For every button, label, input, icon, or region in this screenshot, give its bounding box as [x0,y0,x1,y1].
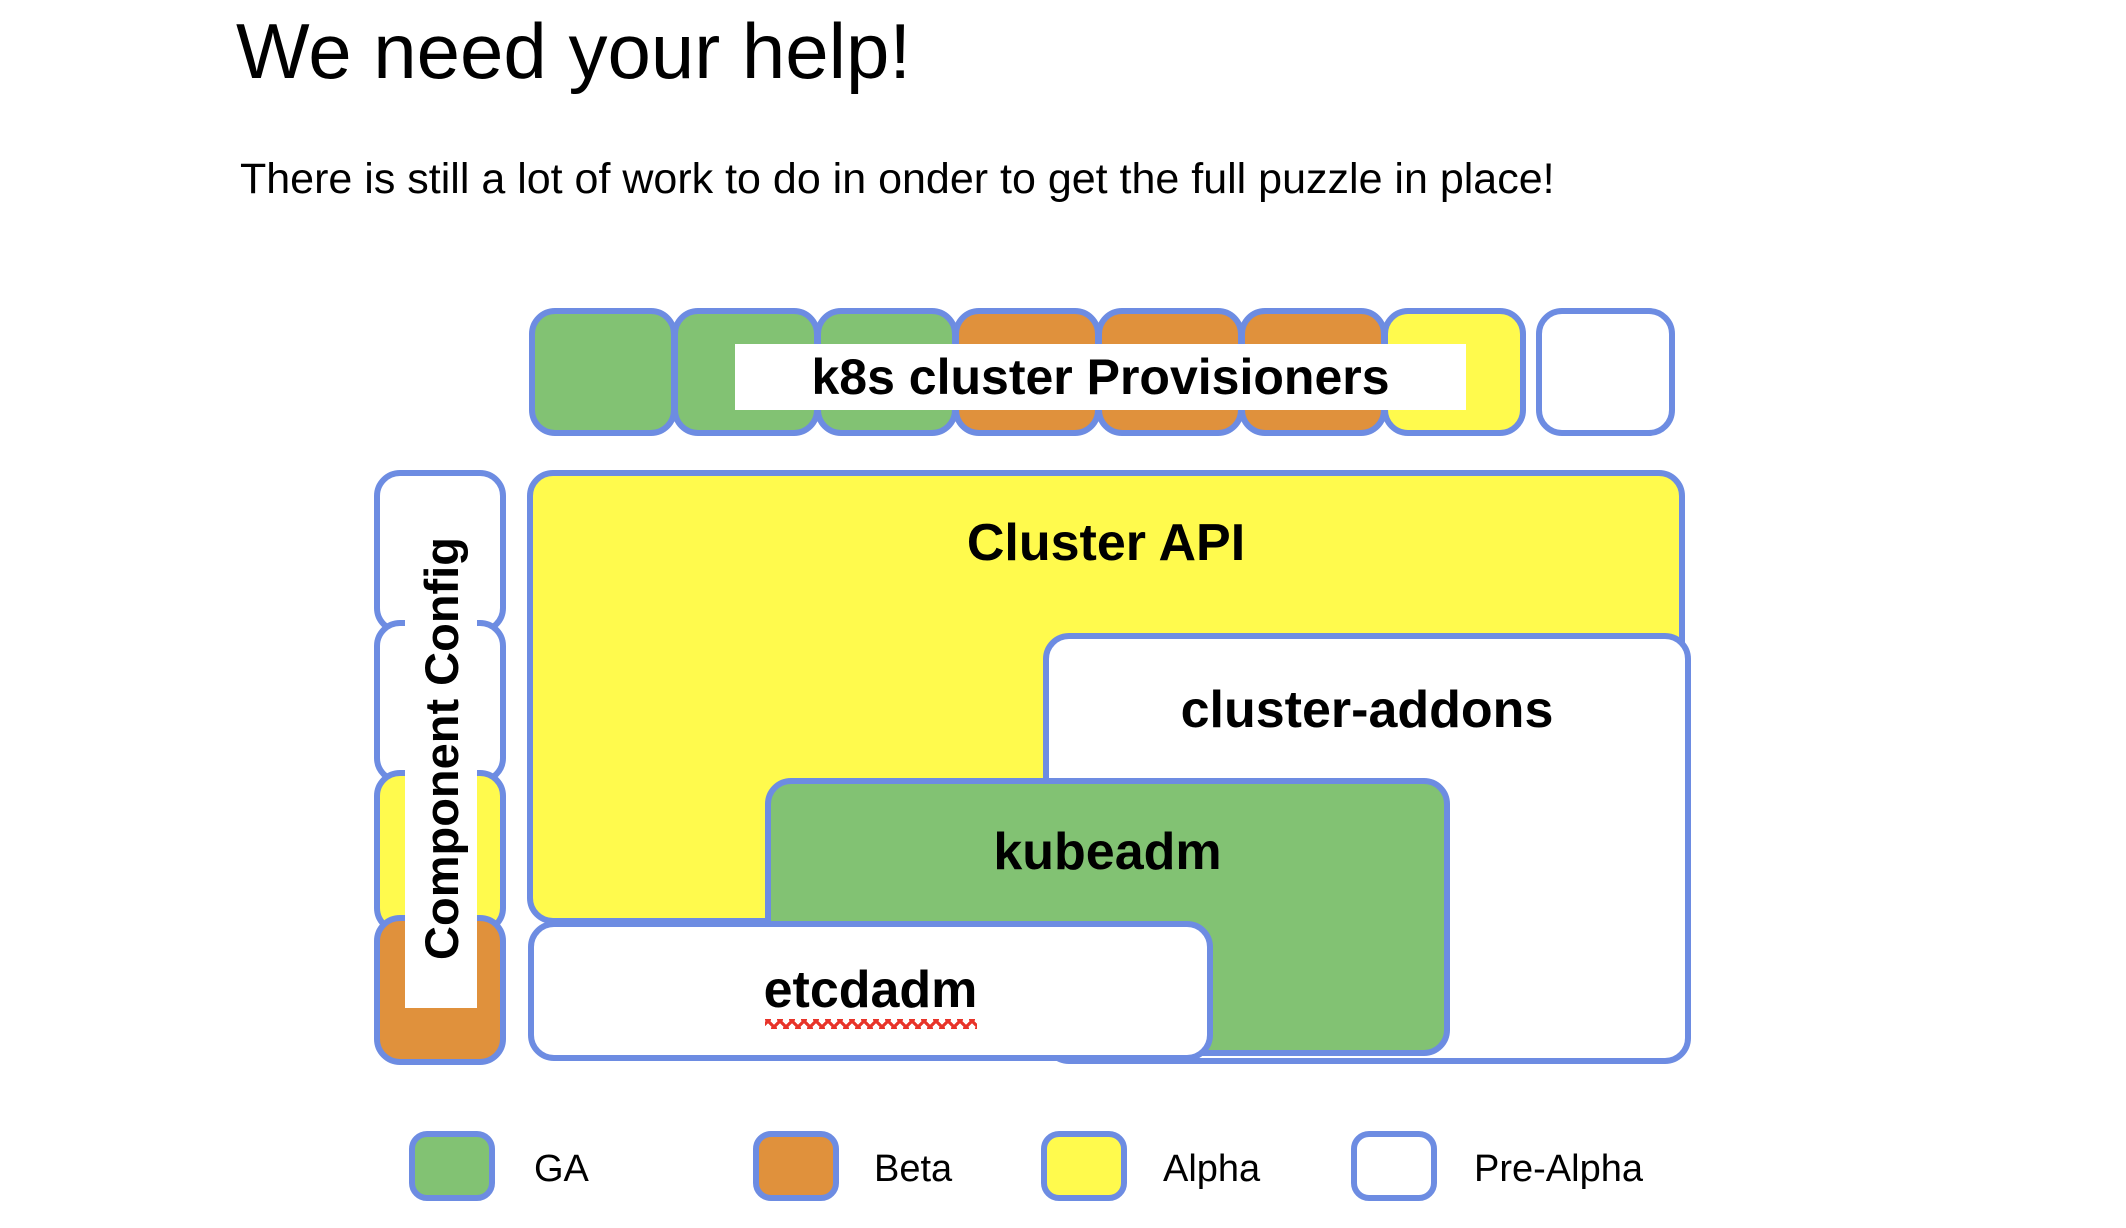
etcdadm-box[interactable] [528,921,1213,1061]
legend-swatch-prealpha [1351,1131,1437,1201]
kubeadm-label: kubeadm [993,823,1222,881]
cluster-api-label: Cluster API [966,514,1246,572]
component-config-label: Component Config [405,488,477,1008]
cluster-addons-label: cluster-addons [1180,681,1554,739]
legend-label-prealpha: Pre-Alpha [1474,1148,1643,1190]
legend-swatch-alpha [1041,1131,1127,1201]
legend-label-alpha: Alpha [1163,1148,1261,1190]
legend-label-ga: GA [534,1148,589,1190]
component-config-label-text: Component Config [414,536,468,960]
page-title: We need your help! [236,7,911,95]
legend-label-beta: Beta [874,1148,953,1190]
provisioner-piece-1[interactable] [529,308,677,436]
provisioner-piece-8[interactable] [1536,308,1675,436]
page-subtitle: There is still a lot of work to do in on… [240,155,1555,203]
legend-swatch-beta [753,1131,839,1201]
etcdadm-spellcheck-underline [765,1019,977,1029]
provisioners-row-label: k8s cluster Provisioners [735,344,1466,410]
legend-swatch-ga [409,1131,495,1201]
etcdadm-label: etcdadm [763,961,978,1019]
